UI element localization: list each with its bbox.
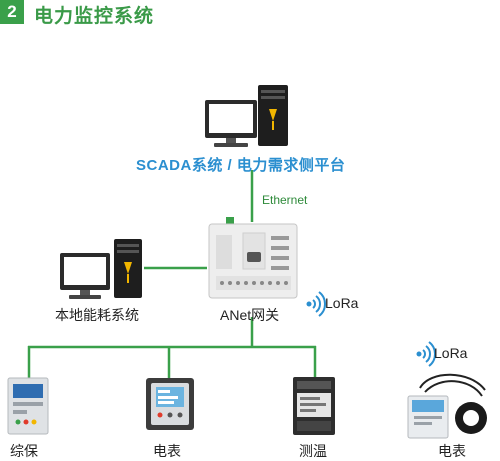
device-label-wireless-meter: 电表 xyxy=(438,443,466,459)
section-title: 电力监控系统 xyxy=(34,6,155,27)
ethernet-label: Ethernet xyxy=(262,193,308,207)
device-lora-label: LoRa xyxy=(434,345,468,361)
scada-platform-label: SCADA系统 / 电力需求侧平台 xyxy=(136,157,346,174)
wireless-meter-icon xyxy=(407,373,487,439)
gateway-label: ANet网关 xyxy=(220,307,280,323)
lora-signal-icon-device xyxy=(416,341,436,367)
temperature-module-icon xyxy=(293,377,335,435)
gateway-device-icon xyxy=(208,217,298,299)
protection-relay-icon xyxy=(7,377,49,435)
device-label-protection: 综保 xyxy=(10,443,38,459)
gateway-lora-label: LoRa xyxy=(325,295,359,311)
lora-signal-icon xyxy=(306,291,326,317)
local-system-computer-icon xyxy=(60,239,142,299)
connection-lines xyxy=(27,170,317,378)
device-label-temperature: 测温 xyxy=(299,443,327,459)
scada-computer-icon xyxy=(205,85,288,147)
section-number-badge: 2 xyxy=(0,0,24,24)
local-system-label: 本地能耗系统 xyxy=(55,307,139,323)
device-label-meter: 电表 xyxy=(153,443,181,459)
power-meter-icon xyxy=(146,378,194,430)
